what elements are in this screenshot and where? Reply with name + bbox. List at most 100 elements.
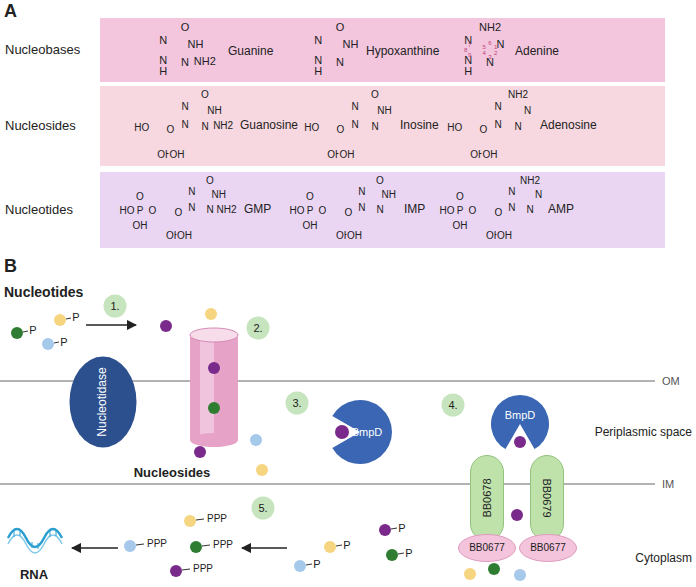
phosphate-label: P bbox=[398, 523, 405, 534]
enzyme-ellipse: Nucleotidase bbox=[69, 356, 137, 448]
atom-label: NH2 bbox=[519, 176, 541, 186]
atom-label: N bbox=[313, 35, 323, 46]
node-label: 1. bbox=[110, 300, 119, 313]
membrane-label: IM bbox=[662, 479, 674, 490]
binding-protein: BmpD bbox=[327, 399, 393, 465]
product-label: RNA bbox=[20, 568, 48, 581]
phosphate-label: P bbox=[29, 325, 36, 336]
atom-label: N bbox=[525, 205, 534, 215]
atom-label: OH bbox=[176, 231, 193, 241]
atom-label: N bbox=[335, 57, 345, 68]
atom-number: 4 bbox=[483, 50, 486, 56]
atom-label: N bbox=[313, 54, 323, 65]
compartment-label: Cytoplasm bbox=[635, 552, 692, 564]
atom-label: H bbox=[313, 66, 323, 77]
step-number: 3. bbox=[285, 391, 309, 415]
node-label: Adenosine bbox=[540, 119, 597, 133]
atom-label: OH bbox=[168, 150, 185, 160]
atom-number: 5 bbox=[483, 44, 486, 50]
step-number: 5. bbox=[251, 496, 275, 520]
node-label: BB0679 bbox=[541, 478, 554, 517]
atom-label: HO bbox=[119, 206, 136, 216]
atom-label: N bbox=[350, 120, 359, 130]
phosphate-label: P bbox=[60, 337, 67, 348]
atom-label: O bbox=[318, 206, 328, 216]
node-label: Nucleotidase bbox=[96, 367, 110, 436]
node-label: Inosine bbox=[400, 119, 439, 133]
atom-label: NH2 bbox=[193, 56, 217, 67]
atom-label: N bbox=[534, 190, 543, 200]
atom-label: N bbox=[187, 187, 196, 197]
atom-label: O bbox=[205, 176, 215, 186]
atom-label: O bbox=[370, 90, 380, 100]
step-number: 2. bbox=[246, 316, 270, 340]
atom-label: N bbox=[158, 35, 168, 46]
transporter-domain: BB0678 bbox=[470, 455, 504, 541]
phosphate-label: PPP bbox=[207, 514, 227, 524]
atom-label: N bbox=[180, 120, 189, 130]
binding-protein-outline bbox=[490, 394, 550, 454]
atom-label: O bbox=[468, 206, 478, 216]
atom-label: NH bbox=[376, 106, 392, 116]
atom-label: NH bbox=[380, 190, 396, 200]
atom-label: NH2 bbox=[507, 90, 529, 100]
atom-label: OH bbox=[496, 231, 513, 241]
atom-number: 1 bbox=[494, 44, 497, 50]
group-label: Nucleosides bbox=[134, 466, 211, 479]
group-label: Nucleotides bbox=[4, 285, 83, 299]
atom-label: P bbox=[306, 206, 315, 216]
atom-label: N bbox=[375, 205, 384, 215]
atom-label: HO bbox=[303, 123, 320, 133]
atom-label: N bbox=[180, 102, 189, 112]
atom-label: P bbox=[456, 206, 465, 216]
atom-label: N bbox=[513, 122, 522, 132]
atom-label: NH2 bbox=[478, 22, 502, 33]
node-label: 5. bbox=[258, 502, 267, 515]
atom-label: O bbox=[180, 22, 191, 33]
row-heading: Nucleotides bbox=[5, 203, 73, 218]
node-label: Adenine bbox=[515, 45, 559, 59]
node-label: Hypoxanthine bbox=[366, 45, 439, 59]
step-number: 4. bbox=[441, 393, 465, 417]
phosphate-label: P bbox=[405, 548, 412, 559]
atom-label: O bbox=[478, 125, 488, 135]
binding-protein: BmpD bbox=[490, 394, 550, 454]
node-label: Guanosine bbox=[240, 119, 298, 133]
atom-label: NH2 bbox=[212, 121, 234, 131]
atpase-ellipse: BB0677 bbox=[458, 534, 516, 562]
atom-label: HO bbox=[133, 123, 150, 133]
atom-label: OH bbox=[481, 150, 498, 160]
membrane-label: OM bbox=[662, 376, 680, 387]
atom-label: O bbox=[135, 192, 145, 202]
atom-label: N bbox=[493, 120, 502, 130]
atom-label: NH bbox=[186, 39, 204, 50]
rna-strand bbox=[8, 529, 62, 553]
atom-label: HO bbox=[439, 206, 456, 216]
node-label: Guanine bbox=[228, 45, 273, 59]
atom-label: N bbox=[200, 122, 209, 132]
node-label: AMP bbox=[548, 203, 574, 217]
atpase-ellipse: BB0677 bbox=[519, 534, 577, 562]
phosphate-label: P bbox=[313, 559, 320, 570]
phosphate-label: PPP bbox=[147, 539, 167, 549]
atom-label: N bbox=[158, 54, 168, 65]
atom-label: OH bbox=[452, 221, 469, 231]
atom-label: N bbox=[507, 187, 516, 197]
atom-label: N bbox=[493, 102, 502, 112]
atom-label: OH bbox=[302, 221, 319, 231]
atom-label: O bbox=[174, 208, 184, 218]
node-label: BmpD bbox=[505, 409, 536, 422]
compartment-label: Periplasmic space bbox=[595, 426, 692, 438]
atom-label: H bbox=[463, 66, 473, 77]
panel-letter: A bbox=[4, 2, 17, 20]
atom-label: N bbox=[357, 203, 366, 213]
atom-label: N bbox=[350, 102, 359, 112]
atom-label: OH bbox=[346, 231, 363, 241]
node-label: 4. bbox=[448, 399, 457, 412]
phosphate-label: P bbox=[343, 540, 350, 551]
phosphate-label: P bbox=[72, 312, 79, 323]
atom-label: O bbox=[200, 90, 210, 100]
atom-number: 7 bbox=[468, 42, 471, 48]
atom-label: HO bbox=[446, 123, 463, 133]
atom-label: N bbox=[370, 122, 379, 132]
